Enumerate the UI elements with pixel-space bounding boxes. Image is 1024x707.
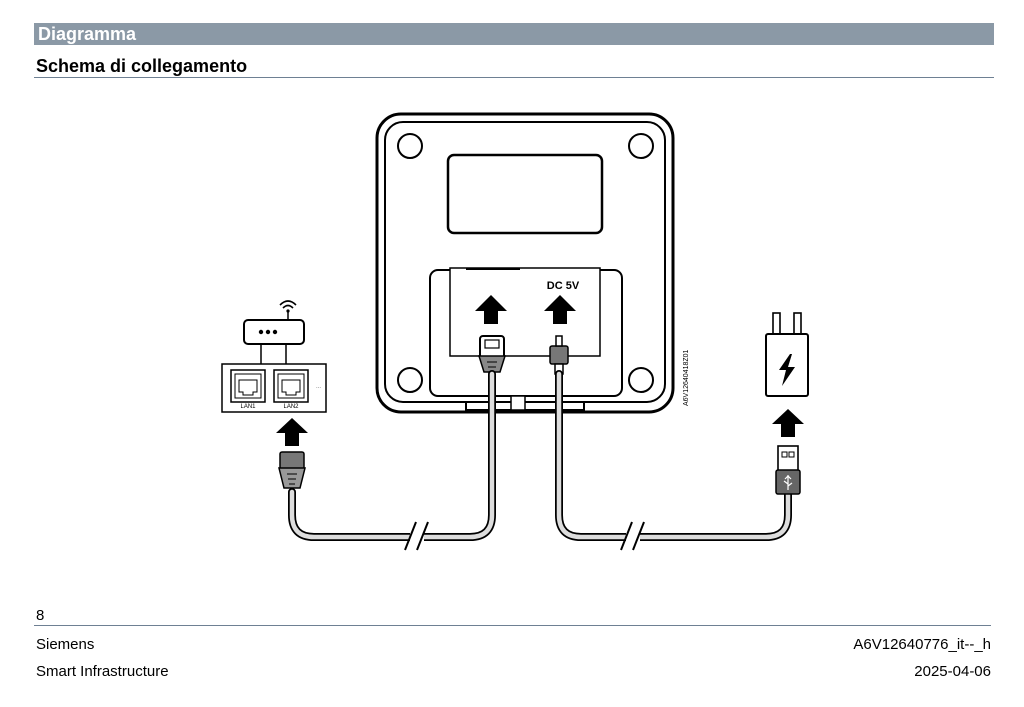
lan-port-label: LAN1 xyxy=(240,404,256,410)
footer-divider xyxy=(34,625,991,626)
screw-hole-icon xyxy=(397,133,423,159)
footer-doc-id: A6V12640776_it--_h xyxy=(853,636,991,653)
subsection-title: Schema di collegamento xyxy=(36,56,248,76)
screw-hole-icon xyxy=(397,367,423,393)
power-adapter-icon xyxy=(765,312,809,397)
device-label-area xyxy=(446,153,604,235)
lan-port-2: LAN2 xyxy=(273,369,309,410)
section-title: Diagramma xyxy=(38,24,137,44)
rj45-plug-icon xyxy=(278,451,306,489)
power-label: DC 5V xyxy=(547,280,580,292)
screw-hole-icon xyxy=(628,367,654,393)
footer-division: Smart Infrastructure xyxy=(36,663,169,680)
lightning-bolt-icon xyxy=(779,354,795,386)
footer-company: Siemens xyxy=(36,636,95,653)
more-ports-ellipsis: ... xyxy=(316,384,321,390)
device-unit xyxy=(375,112,675,414)
usb-a-plug-icon xyxy=(775,445,801,495)
arrow-up-icon xyxy=(475,295,507,324)
section-header-bar: Diagramma xyxy=(34,23,994,45)
page-number: 8 xyxy=(36,607,45,624)
footer-date: 2025-04-06 xyxy=(914,663,991,680)
subsection-divider xyxy=(34,77,994,78)
usb-cable xyxy=(555,370,792,551)
wifi-icon xyxy=(279,300,297,320)
lan-port-1: LAN1 xyxy=(230,369,266,410)
rj45-plug-icon xyxy=(477,335,507,373)
arrow-up-icon xyxy=(276,418,308,446)
screw-hole-icon xyxy=(628,133,654,159)
arrow-up-icon xyxy=(544,295,576,324)
ethernet-cable xyxy=(288,370,496,551)
usb-c-plug-icon xyxy=(549,335,569,375)
lan-port-label: LAN2 xyxy=(283,404,299,410)
arrow-up-icon xyxy=(772,409,804,437)
figure-id: A6V12640418Z01 xyxy=(683,349,690,406)
